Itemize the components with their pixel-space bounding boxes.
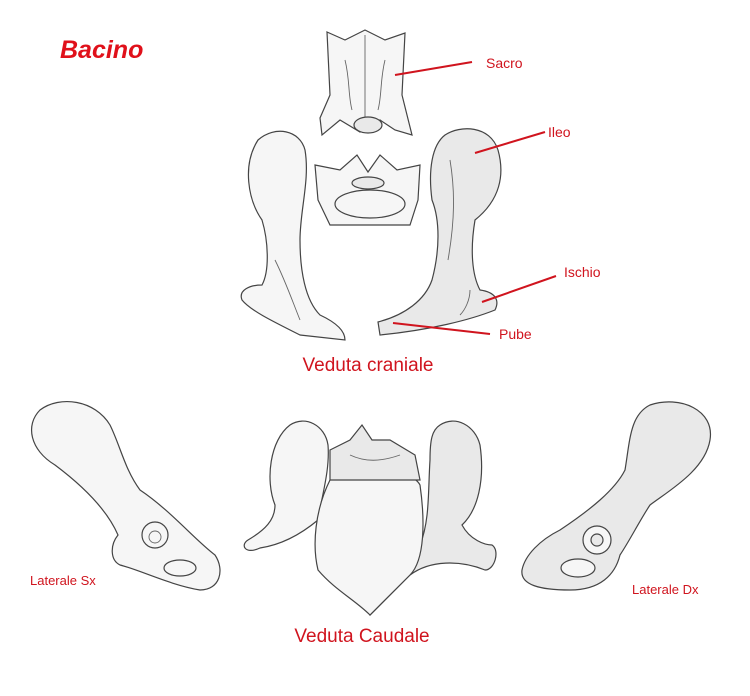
leader-pube xyxy=(392,322,491,335)
caption-cranial: Veduta craniale xyxy=(302,355,434,376)
leader-ischio xyxy=(481,275,557,303)
lateral-left-drawing xyxy=(31,401,221,591)
page-title: Bacino xyxy=(60,36,144,64)
leader-sacro xyxy=(394,61,473,76)
caption-caudal: Veduta Caudale xyxy=(294,626,430,647)
label-ileo: Ileo xyxy=(548,124,571,140)
cranial-vertebra-drawing xyxy=(314,154,421,226)
label-pube: Pube xyxy=(499,326,532,342)
label-laterale-sx: Laterale Sx xyxy=(30,573,96,588)
cranial-left-hip-drawing xyxy=(240,130,346,341)
lateral-right-drawing xyxy=(521,401,712,591)
sacrum-drawing xyxy=(319,29,413,137)
caudal-view-drawing xyxy=(243,420,497,616)
leader-ileo xyxy=(474,131,546,154)
label-laterale-dx: Laterale Dx xyxy=(632,582,699,597)
label-sacro: Sacro xyxy=(486,55,523,71)
cranial-right-hip-drawing xyxy=(377,128,502,336)
label-ischio: Ischio xyxy=(564,264,601,280)
